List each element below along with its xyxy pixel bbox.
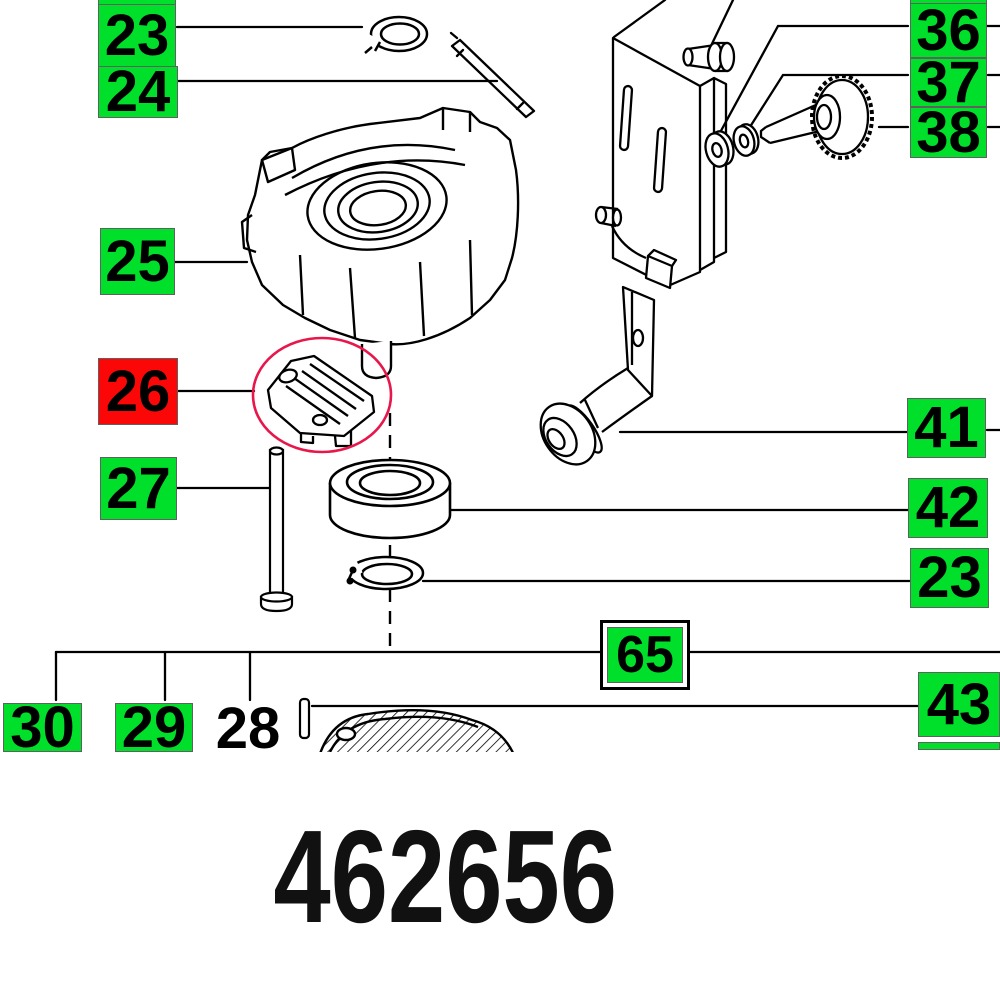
callout-37[interactable]: 37 xyxy=(910,58,987,107)
callout-26-highlighted[interactable]: 26 xyxy=(98,358,178,425)
cropped-callout-below-43 xyxy=(918,742,1000,750)
callout-30-label: 30 xyxy=(10,703,75,752)
callout-38[interactable]: 38 xyxy=(910,107,987,158)
callout-41[interactable]: 41 xyxy=(907,398,986,458)
callout-42-label: 42 xyxy=(915,478,981,538)
bottom-housing-fragment-drawing xyxy=(319,708,514,752)
callout-42[interactable]: 42 xyxy=(908,478,988,538)
callout-65: 65 xyxy=(607,627,683,683)
callout-43[interactable]: 43 xyxy=(918,672,1000,737)
callout-24[interactable]: 24 xyxy=(98,66,178,118)
leader-lines xyxy=(54,0,1000,708)
callout-25[interactable]: 25 xyxy=(100,228,175,295)
callout-43-label: 43 xyxy=(926,672,992,737)
lock-plate-drawing xyxy=(266,354,376,448)
callout-27-label: 27 xyxy=(106,457,171,520)
callout-41-label: 41 xyxy=(914,398,979,458)
callout-26-label: 26 xyxy=(105,358,171,424)
part-number: 462656 xyxy=(250,803,640,950)
callout-23-mid[interactable]: 23 xyxy=(910,548,989,608)
part-number-text: 462656 xyxy=(273,803,617,950)
peg-drawing xyxy=(594,205,647,260)
callout-24-label: 24 xyxy=(105,66,171,118)
callout-38-label: 38 xyxy=(916,107,981,158)
callout-29[interactable]: 29 xyxy=(115,703,193,752)
callout-29-label: 29 xyxy=(121,703,187,752)
callout-65-frame[interactable]: 65 xyxy=(600,620,690,690)
callout-23-mid-label: 23 xyxy=(917,548,982,608)
motor-housing-drawing xyxy=(240,106,520,380)
bottom-pin-drawing xyxy=(298,697,311,740)
highlight-circle xyxy=(251,336,393,454)
pin-drawing xyxy=(259,446,294,613)
callout-28[interactable]: 28 xyxy=(214,699,282,757)
gear-shaft-drawing xyxy=(759,74,874,160)
snap-ring-top-drawing xyxy=(360,15,429,54)
washer-large-drawing xyxy=(732,123,760,157)
callout-23-top-label: 23 xyxy=(104,4,170,67)
callout-37-label: 37 xyxy=(916,58,981,107)
callout-27[interactable]: 27 xyxy=(100,457,177,520)
bolt-drawing xyxy=(682,41,736,73)
callout-36-label: 36 xyxy=(916,3,981,58)
snap-ring-bottom-drawing xyxy=(337,555,425,591)
callout-23-top[interactable]: 23 xyxy=(98,4,176,67)
guide-plate-drawing xyxy=(594,36,728,290)
washer-small-drawing xyxy=(704,130,735,168)
callout-28-label: 28 xyxy=(215,695,281,761)
callout-36[interactable]: 36 xyxy=(910,3,987,58)
strip-part-drawing xyxy=(449,31,536,119)
roller-bracket-drawing xyxy=(539,285,656,466)
callout-25-label: 25 xyxy=(105,228,170,294)
ball-bearing-drawing xyxy=(328,458,452,540)
callout-30[interactable]: 30 xyxy=(3,703,82,752)
